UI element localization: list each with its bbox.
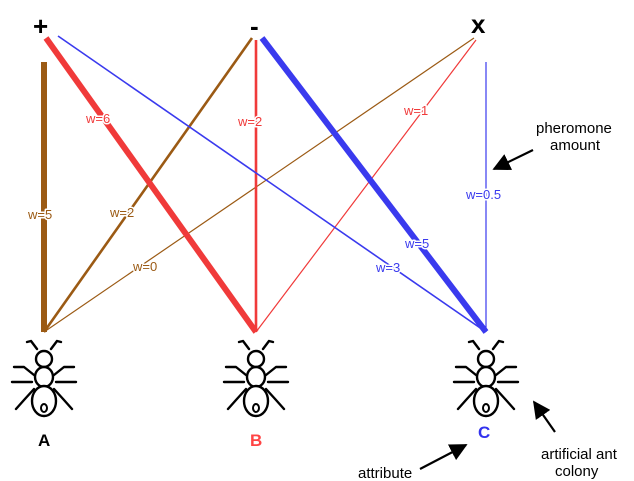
pheromone-arrow <box>492 149 534 170</box>
weight-label-c-plus: w=3 <box>375 260 400 275</box>
weight-label-a-plus: w=5 <box>27 207 52 222</box>
weight-label-b-plus: w=6 <box>85 111 110 126</box>
pheromone-edges <box>41 35 489 334</box>
attribute-plus: + <box>33 11 48 41</box>
ant-icon-a <box>10 339 78 418</box>
ant-label-a: A <box>38 431 50 450</box>
edge-c-minus <box>259 36 489 334</box>
weight-label-a-x: w=0 <box>132 259 157 274</box>
ant-label-c: C <box>478 423 490 442</box>
attribute-minus: - <box>250 11 259 41</box>
edge-a-x <box>43 37 475 333</box>
ant-label-b: B <box>250 431 262 450</box>
weight-label-c-minus: w=5 <box>404 236 429 251</box>
edge-b-plus <box>43 36 259 334</box>
ant-icon-b <box>222 339 290 418</box>
attribute-x: x <box>471 9 486 39</box>
weight-label-b-x: w=1 <box>403 103 428 118</box>
edge-c-plus <box>57 35 487 333</box>
weight-label-b-minus: w=2 <box>237 114 262 129</box>
weight-labels: w=5 w=2 w=0 w=6 w=2 w=1 w=3 w=5 w=0.5 <box>26 102 503 277</box>
edge-b-x <box>255 39 477 333</box>
attribute-arrow <box>419 444 468 470</box>
colony-arrow <box>532 400 556 433</box>
ant-icon-c <box>452 339 520 418</box>
attribute-note: attribute <box>358 465 412 481</box>
weight-label-c-x: w=0.5 <box>465 187 501 202</box>
weight-label-a-minus: w=2 <box>109 205 134 220</box>
